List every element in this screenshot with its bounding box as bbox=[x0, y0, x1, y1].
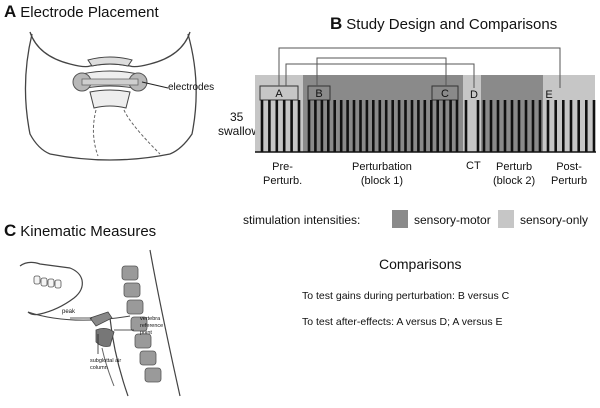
panel-a-letter: A bbox=[4, 2, 17, 21]
swallow-bar bbox=[423, 100, 427, 152]
electrode-placement-illustration bbox=[24, 31, 197, 161]
box-label-c: C bbox=[441, 88, 449, 100]
panel-b-letter: B bbox=[330, 14, 343, 33]
bg-ct-sensory-only bbox=[463, 75, 481, 152]
swallow-bar bbox=[260, 100, 264, 152]
y-label-count: 35 bbox=[230, 110, 244, 124]
swallow-bar bbox=[290, 100, 293, 152]
swallow-bar bbox=[282, 100, 286, 152]
swallow-bar bbox=[372, 100, 375, 152]
swallow-bar bbox=[314, 100, 317, 152]
swallow-bars bbox=[260, 100, 596, 152]
swallow-bar bbox=[531, 100, 535, 152]
phase-block1-line2: (block 1) bbox=[360, 175, 404, 187]
phase-label-block2: Perturb (block 2) bbox=[493, 160, 535, 188]
comparison-after-effects: To test after-effects: A versus D; A ver… bbox=[302, 316, 503, 328]
box-b bbox=[307, 85, 331, 101]
phase-label-ct: CT bbox=[466, 160, 481, 172]
box-label-a: A bbox=[275, 88, 283, 100]
swallow-bar bbox=[503, 100, 507, 152]
electrodes-label: electrodes bbox=[168, 82, 215, 93]
legend-swatch-sensory-only bbox=[498, 210, 514, 228]
phase-label-block1: Perturbation (block 1) bbox=[352, 160, 412, 188]
swallow-bar bbox=[442, 100, 446, 152]
swallow-bar bbox=[449, 100, 452, 152]
phase-label-pre: Pre- Perturb. bbox=[263, 160, 302, 188]
swallow-bar bbox=[510, 100, 514, 152]
swallow-bar bbox=[585, 100, 588, 152]
swallow-bar bbox=[489, 100, 493, 152]
swallow-bar bbox=[546, 100, 550, 152]
swallow-bar bbox=[307, 100, 311, 152]
phase-label-post: Post- Perturb bbox=[551, 160, 587, 188]
phase-post-line2: Perturb bbox=[551, 175, 588, 187]
swallow-bar bbox=[562, 100, 565, 152]
swallow-bar bbox=[482, 100, 486, 152]
swallow-bar bbox=[359, 100, 362, 152]
swallow-bar bbox=[410, 100, 414, 152]
swallow-bar bbox=[327, 100, 330, 152]
phase-pre-line1: Pre- bbox=[272, 161, 293, 173]
legend-item-sensory-only: sensory-only bbox=[520, 213, 589, 227]
label-vertebra: vertebra reference point bbox=[140, 316, 164, 336]
swallow-bar bbox=[297, 100, 301, 152]
legend-swatch-sensory-motor bbox=[392, 210, 408, 228]
swallow-bar bbox=[496, 100, 500, 152]
swallow-bar bbox=[476, 100, 480, 152]
swallow-bar bbox=[554, 100, 557, 152]
box-label-d: D bbox=[470, 89, 478, 101]
label-peak: peak bbox=[62, 309, 76, 315]
swallow-bar bbox=[384, 100, 388, 152]
swallow-bar bbox=[365, 100, 369, 152]
swallow-bar bbox=[268, 100, 271, 152]
swallow-bar bbox=[417, 100, 420, 152]
panel-c-letter: C bbox=[4, 221, 17, 240]
swallow-bar bbox=[577, 100, 580, 152]
panel-a-title-text: Electrode Placement bbox=[20, 4, 159, 21]
swallow-bar bbox=[569, 100, 573, 152]
swallow-bar bbox=[391, 100, 394, 152]
phase-pre-line2: Perturb. bbox=[263, 175, 303, 187]
study-design-diagram: A B C D E bbox=[255, 47, 596, 153]
phase-block2-line2: (block 2) bbox=[493, 175, 536, 187]
comparisons-title: Comparisons bbox=[379, 256, 462, 272]
box-label-e: E bbox=[545, 89, 552, 101]
swallow-bar bbox=[592, 100, 596, 152]
swallow-bar bbox=[517, 100, 521, 152]
swallow-bar bbox=[346, 100, 349, 152]
swallow-bar bbox=[320, 100, 324, 152]
swallow-bar bbox=[524, 100, 528, 152]
swallow-bar bbox=[333, 100, 336, 152]
swallow-bar bbox=[275, 100, 279, 152]
kinematic-illustration bbox=[19, 249, 181, 397]
panel-b-title-text: Study Design and Comparisons bbox=[346, 16, 558, 33]
panel-c-title-text: Kinematic Measures bbox=[20, 223, 157, 240]
box-label-b: B bbox=[315, 88, 322, 100]
swallow-bar bbox=[378, 100, 382, 152]
swallow-bar bbox=[404, 100, 407, 152]
legend-label: stimulation intensities: bbox=[243, 213, 361, 227]
phase-block1-line1: Perturbation bbox=[352, 161, 412, 173]
swallow-bar bbox=[455, 100, 459, 152]
swallow-bar bbox=[436, 100, 439, 152]
label-subglottal: subglottal air column bbox=[90, 358, 122, 371]
phase-post-line1: Post- bbox=[556, 161, 582, 173]
comparison-gains: To test gains during perturbation: B ver… bbox=[302, 290, 510, 302]
swallow-bar bbox=[464, 100, 468, 152]
swallow-bar bbox=[397, 100, 401, 152]
swallow-bar bbox=[538, 100, 542, 152]
swallow-bar bbox=[430, 100, 433, 152]
swallow-bar bbox=[352, 100, 356, 152]
legend-item-sensory-motor: sensory-motor bbox=[414, 213, 491, 227]
phase-block2-line1: Perturb bbox=[496, 161, 533, 173]
swallow-bar bbox=[339, 100, 343, 152]
